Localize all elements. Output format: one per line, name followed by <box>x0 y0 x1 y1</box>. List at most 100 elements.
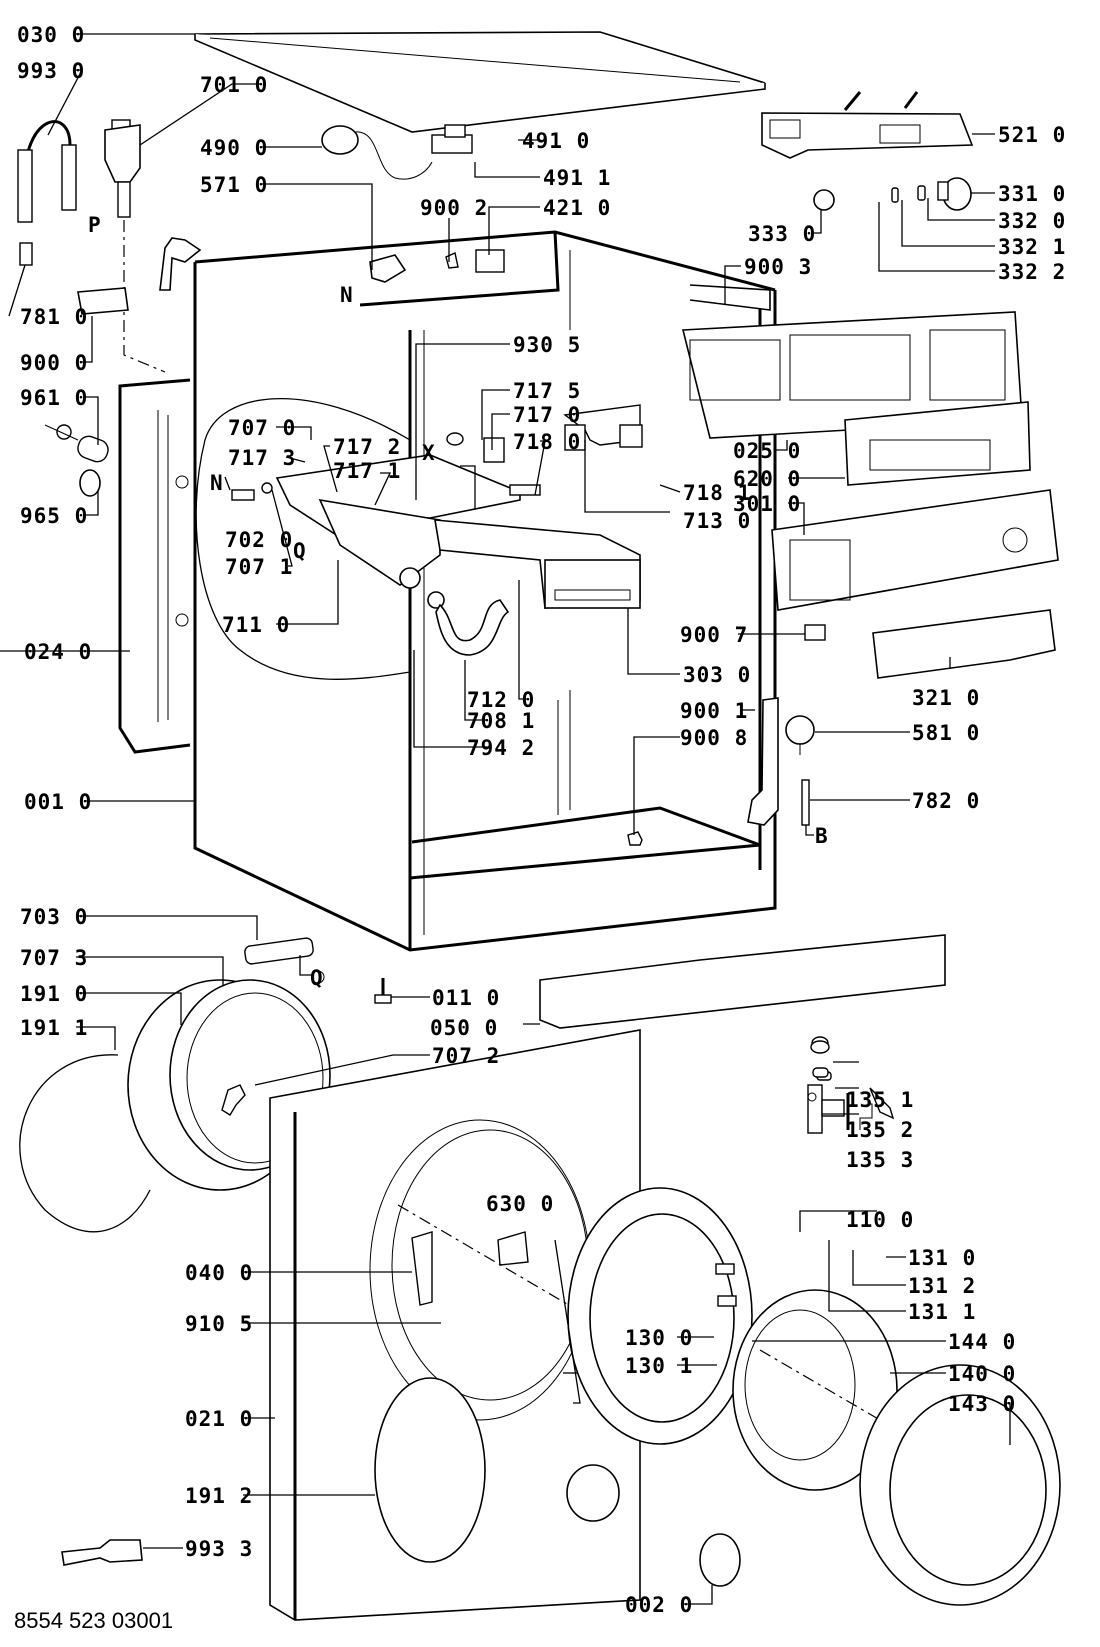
callout-900-1: 900 1 <box>680 699 748 723</box>
callout-030-0: 030 0 <box>17 23 85 47</box>
door-gasket-drawing <box>19 979 331 1233</box>
pressure-switch-drawing <box>785 715 815 826</box>
fascia-panel-drawing <box>771 489 1059 611</box>
callout-961-0: 961 0 <box>20 386 88 410</box>
marker-q: Q <box>293 539 307 563</box>
callout-713-0: 713 0 <box>683 509 751 533</box>
callout-717-0: 717 0 <box>513 403 581 427</box>
callout-135-3: 135 3 <box>846 1148 914 1172</box>
callout-794-2: 794 2 <box>467 736 535 760</box>
callout-630-0: 630 0 <box>486 1192 554 1216</box>
hinge-pin-drawing <box>807 1040 830 1102</box>
knob-drawing <box>813 177 972 211</box>
callout-900-0: 900 0 <box>20 351 88 375</box>
callout-421-0: 421 0 <box>543 196 611 220</box>
callout-024-0: 024 0 <box>24 640 92 664</box>
callout-011-0: 011 0 <box>432 986 500 1010</box>
callout-781-0: 781 0 <box>20 305 88 329</box>
foot-drawing <box>374 978 392 1004</box>
callout-718-0: 718 0 <box>513 430 581 454</box>
callout-701-0: 701 0 <box>200 73 268 97</box>
callout-707-2: 707 2 <box>432 1044 500 1068</box>
callout-labels: 030 0 993 0 701 0 490 0 491 0 491 1 571 … <box>17 23 1066 1617</box>
callout-040-0: 040 0 <box>185 1261 253 1285</box>
callout-491-0: 491 0 <box>522 129 590 153</box>
callout-900-8: 900 8 <box>680 726 748 750</box>
callout-191-1: 191 1 <box>20 1016 88 1040</box>
callout-135-2: 135 2 <box>846 1118 914 1142</box>
callout-620-0: 620 0 <box>733 467 801 491</box>
callout-708-1: 708 1 <box>467 709 535 733</box>
callout-321-0: 321 0 <box>912 686 980 710</box>
marker-x: X <box>422 441 436 465</box>
leader-lines <box>0 33 1011 1605</box>
side-panel-drawing <box>118 378 191 754</box>
callout-711-0: 711 0 <box>222 613 290 637</box>
callout-191-0: 191 0 <box>20 982 88 1006</box>
callout-707-1: 707 1 <box>225 555 293 579</box>
callout-571-0: 571 0 <box>200 173 268 197</box>
callout-491-1: 491 1 <box>543 166 611 190</box>
callout-110-0: 110 0 <box>846 1208 914 1232</box>
callout-025-0: 025 0 <box>733 439 801 463</box>
callout-332-2: 332 2 <box>998 260 1066 284</box>
callout-001-0: 001 0 <box>24 790 92 814</box>
callout-718-1: 718 1 <box>683 481 751 505</box>
callout-702-0: 702 0 <box>225 528 293 552</box>
callout-331-0: 331 0 <box>998 182 1066 206</box>
kickplate-drawing <box>539 934 946 1029</box>
callout-332-0: 332 0 <box>998 209 1066 233</box>
tool-drawing <box>61 1539 143 1566</box>
callout-002-0: 002 0 <box>625 1593 693 1617</box>
callout-143-0: 143 0 <box>948 1392 1016 1416</box>
callout-130-0: 130 0 <box>625 1326 693 1350</box>
callout-993-0: 993 0 <box>17 59 85 83</box>
marker-q: Q <box>310 966 324 990</box>
callout-140-0: 140 0 <box>948 1362 1016 1386</box>
top-cover-drawing <box>194 31 766 133</box>
callout-581-0: 581 0 <box>912 721 980 745</box>
callout-717-5: 717 5 <box>513 379 581 403</box>
marker-n: N <box>340 283 354 307</box>
callout-703-0: 703 0 <box>20 905 88 929</box>
callout-717-3: 717 3 <box>228 446 296 470</box>
callout-135-1: 135 1 <box>846 1088 914 1112</box>
callout-301-0: 301 0 <box>733 492 801 516</box>
membrane-panel-drawing <box>872 609 1056 679</box>
callout-707-0: 707 0 <box>228 416 296 440</box>
electronic-module-drawing <box>761 91 974 159</box>
callout-900-3: 900 3 <box>744 255 812 279</box>
callout-333-0: 333 0 <box>748 222 816 246</box>
cable-holder-drawing <box>747 697 779 826</box>
callout-144-0: 144 0 <box>948 1330 1016 1354</box>
callout-490-0: 490 0 <box>200 136 268 160</box>
door-glass-drawing <box>732 1289 898 1491</box>
callout-021-0: 021 0 <box>185 1407 253 1431</box>
callout-900-2: 900 2 <box>420 196 488 220</box>
marker-n: N <box>210 471 224 495</box>
callout-191-2: 191 2 <box>185 1484 253 1508</box>
callout-131-1: 131 1 <box>908 1300 976 1324</box>
callout-993-3: 993 3 <box>185 1537 253 1561</box>
callout-930-5: 930 5 <box>513 333 581 357</box>
callout-910-5: 910 5 <box>185 1312 253 1336</box>
clip-drawing <box>804 624 826 641</box>
callout-130-1: 130 1 <box>625 1354 693 1378</box>
callout-303-0: 303 0 <box>683 663 751 687</box>
letter-markers: P N N X Q Q B <box>88 213 828 990</box>
callout-050-0: 050 0 <box>430 1016 498 1040</box>
callout-717-1: 717 1 <box>333 459 401 483</box>
door-frame-drawing <box>567 1187 753 1445</box>
callout-782-0: 782 0 <box>912 789 980 813</box>
callout-131-0: 131 0 <box>908 1246 976 1270</box>
callout-712-0: 712 0 <box>467 688 535 712</box>
callout-900-7: 900 7 <box>680 623 748 647</box>
control-board-drawing <box>844 401 1031 486</box>
callout-131-2: 131 2 <box>908 1274 976 1298</box>
hose-assembly-drawing <box>17 119 202 373</box>
filter-flap-drawing <box>699 1533 741 1587</box>
cabinet-drawing <box>193 230 777 952</box>
callout-965-0: 965 0 <box>20 504 88 528</box>
callout-707-3: 707 3 <box>20 946 88 970</box>
